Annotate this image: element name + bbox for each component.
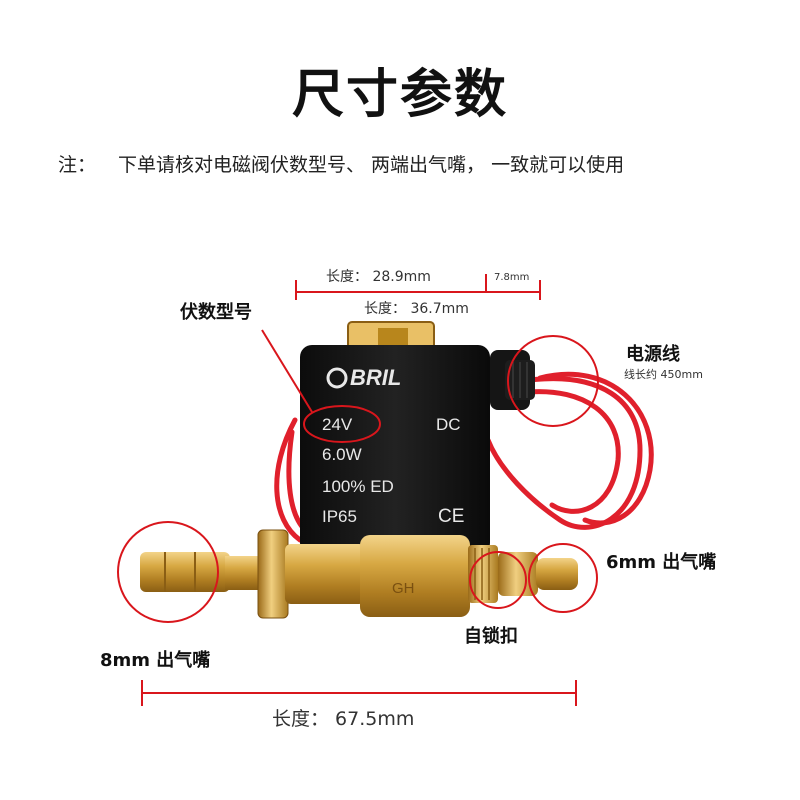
duty-label: 100% ED	[322, 477, 394, 496]
coil-housing	[300, 321, 535, 555]
callout-self-lock: 自锁扣	[464, 626, 518, 647]
coil-labels: BRIL 24V DC 6.0W 100% ED IP65 CE	[322, 365, 464, 527]
power-cable-wire	[274, 371, 654, 543]
bottom-dimension-line	[141, 680, 577, 706]
order-note: 注： 下单请核对电磁阀伏数型号、 两端出气嘴， 一致就可以使用	[58, 150, 624, 177]
page-title: 尺寸参数	[291, 65, 508, 125]
callout-cable-length: 线长约 450mm	[624, 368, 703, 381]
brand-label: BRIL	[350, 365, 401, 390]
dimension-length-a: 长度： 28.9mm	[326, 269, 431, 285]
top-dimension-lines	[295, 274, 541, 300]
callout-power-cable: 电源线	[626, 344, 680, 365]
valve-body: GH	[140, 529, 578, 619]
callout-voltage-model: 伏数型号	[180, 302, 252, 323]
dimension-bottom-length: 长度： 67.5mm	[272, 708, 415, 730]
voltage-leader-line	[261, 329, 313, 413]
note-label: 注：	[58, 154, 97, 176]
dimension-length-b: 长度： 36.7mm	[364, 301, 469, 317]
body-mark: GH	[392, 580, 415, 597]
current-type-label: DC	[436, 415, 461, 434]
callout-outlet-8mm: 8mm 出气嘴	[100, 650, 211, 671]
voltage-label: 24V	[322, 415, 353, 434]
power-label: 6.0W	[322, 445, 362, 464]
note-text: 下单请核对电磁阀伏数型号、 两端出气嘴， 一致就可以使用	[118, 154, 625, 176]
callout-outlet-6mm: 6mm 出气嘴	[606, 552, 717, 573]
ip-rating-label: IP65	[322, 507, 357, 526]
highlight-circles	[117, 335, 599, 623]
dimension-small: 7.8mm	[494, 272, 530, 283]
ce-mark: CE	[438, 506, 464, 527]
